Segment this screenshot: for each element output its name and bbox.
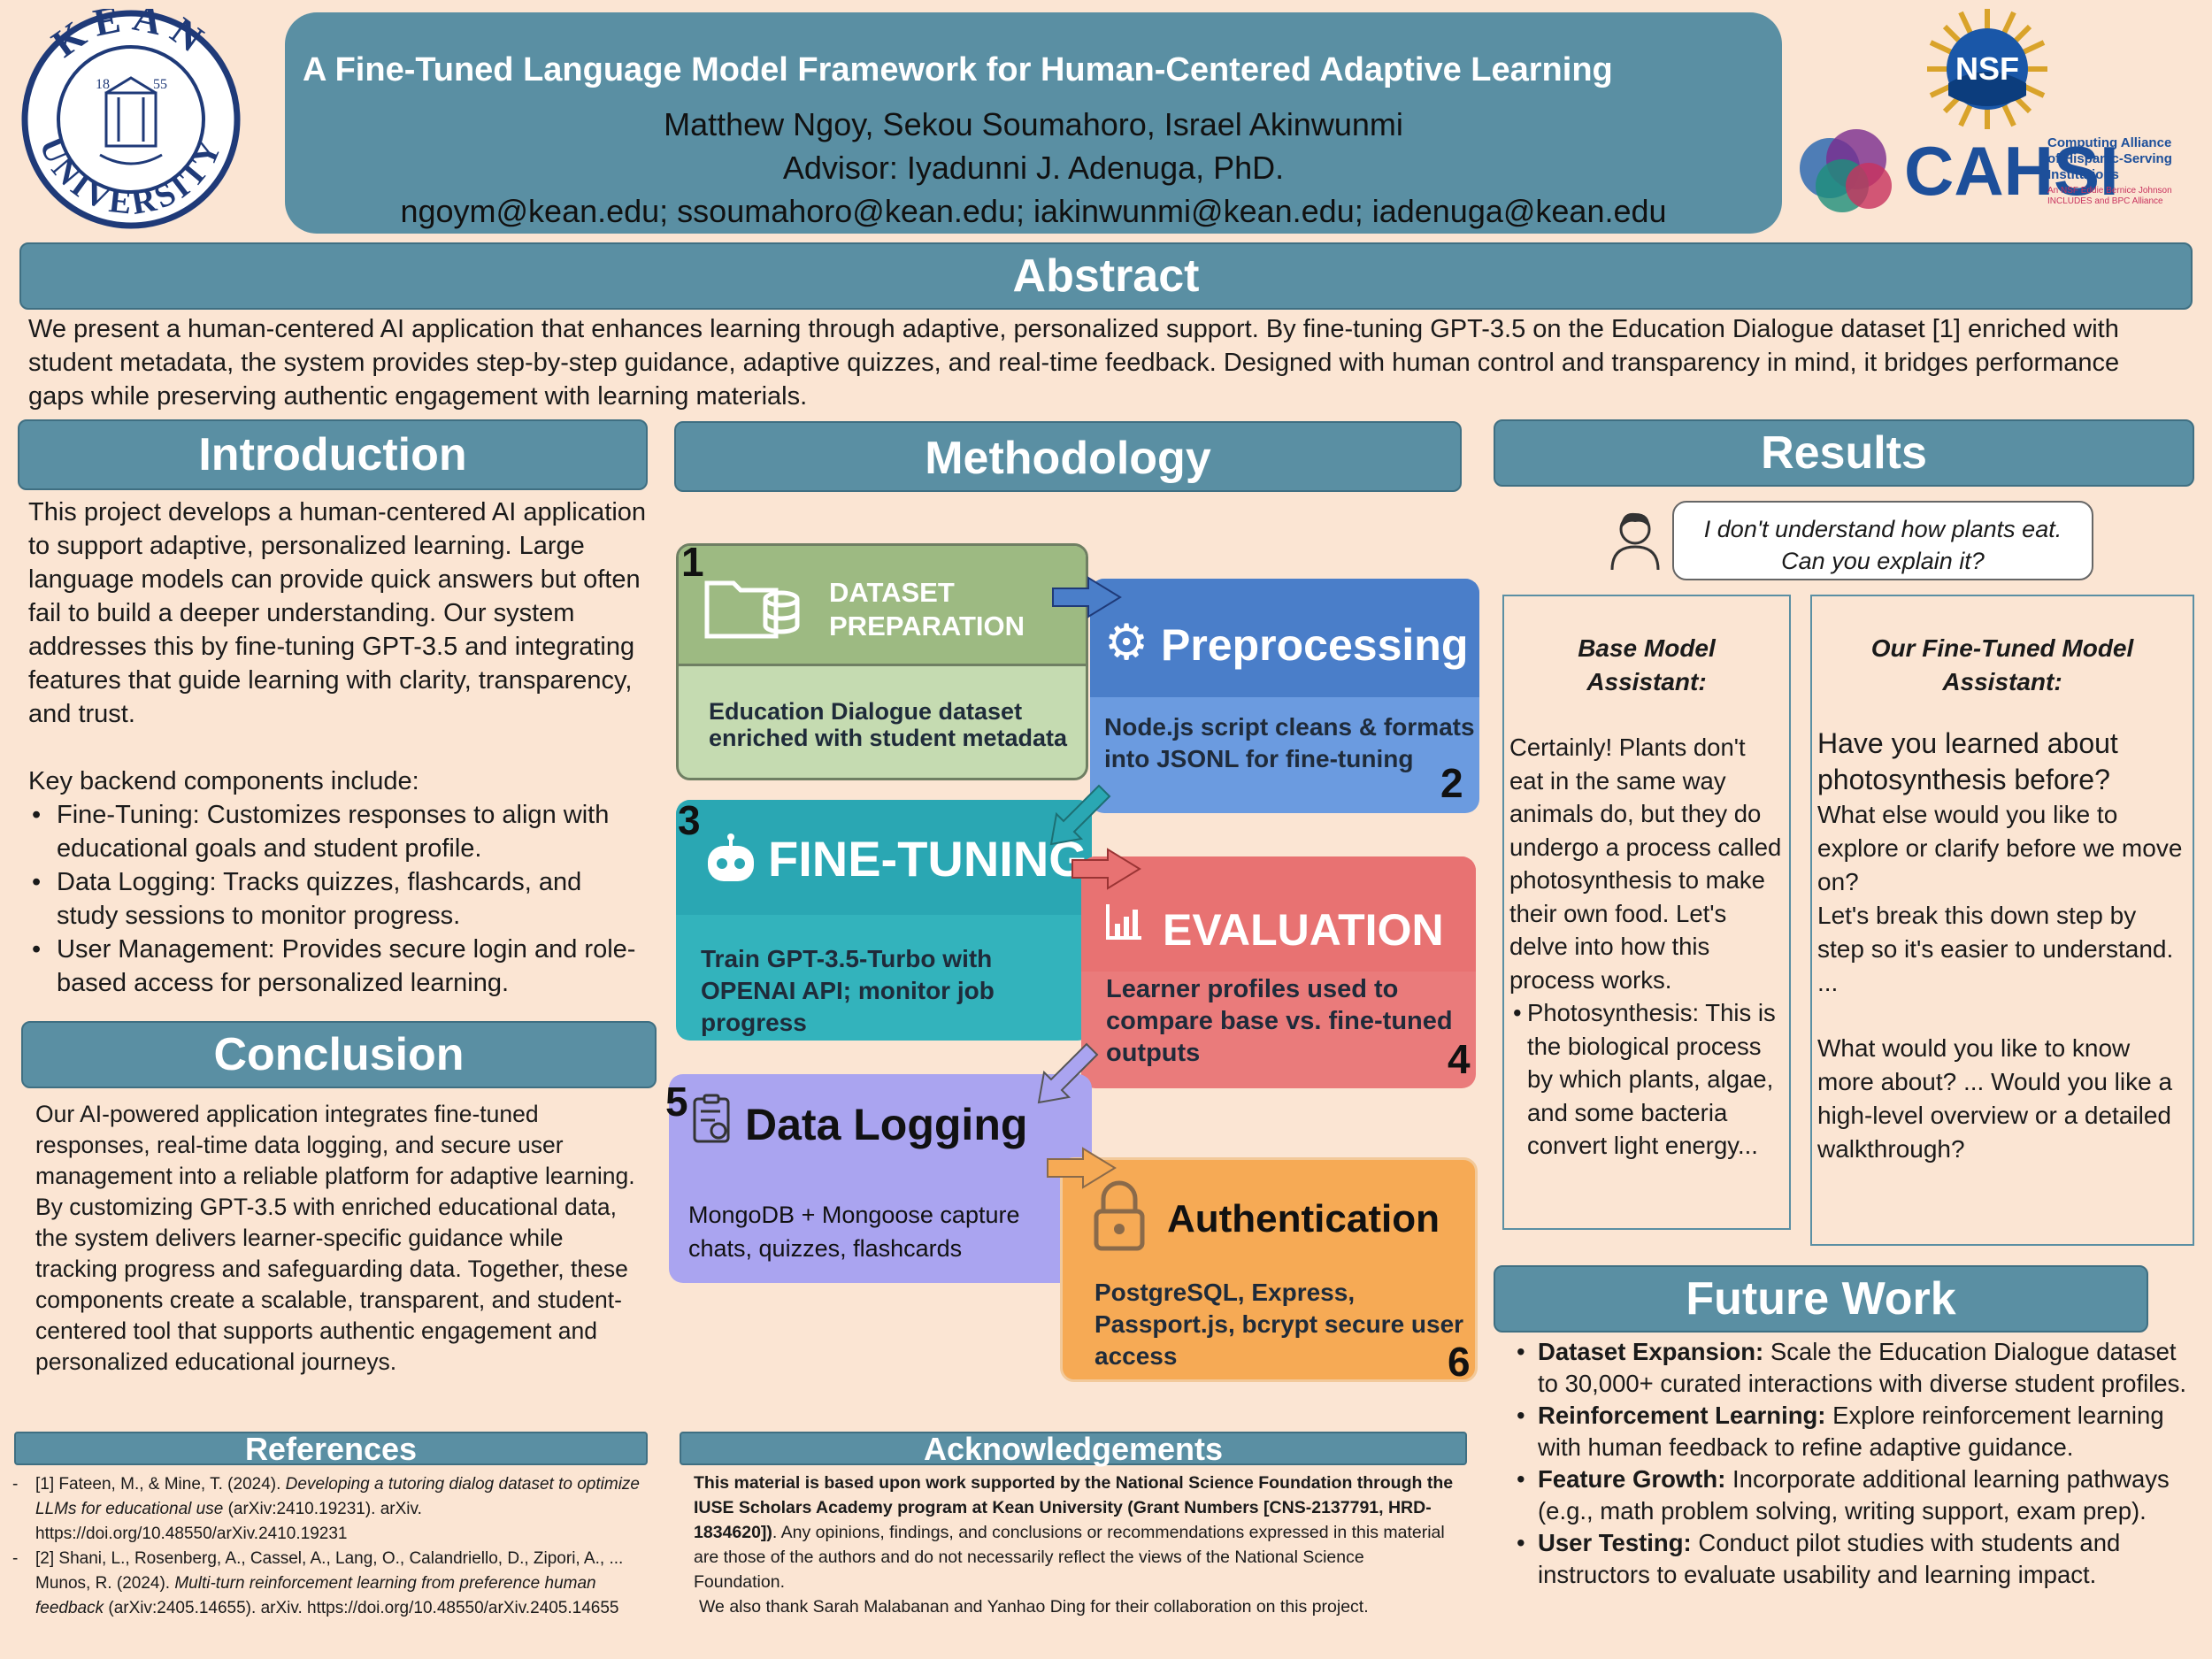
step-preprocessing: ⚙ Preprocessing Node.js script cleans & … xyxy=(1090,579,1479,813)
step-fine-tuning: FINE-TUNING Train GPT-3.5-Turbo with OPE… xyxy=(676,800,1092,1041)
authors: Matthew Ngoy, Sekou Soumahoro, Israel Ak… xyxy=(664,106,1403,142)
svg-text:of Hispanic-Serving: of Hispanic-Serving xyxy=(2047,151,2172,166)
reference-item: [2] Shani, L., Rosenberg, A., Cassel, A.… xyxy=(11,1547,644,1621)
step-number: 6 xyxy=(1448,1339,1471,1385)
step-authentication: Authentication PostgreSQL, Express, Pass… xyxy=(1060,1157,1478,1382)
list-item: Reinforcement Learning: Explore reinforc… xyxy=(1513,1400,2203,1463)
list-item: Dataset Expansion: Scale the Education D… xyxy=(1513,1336,2203,1400)
step-desc: Learner profiles used to compare base vs… xyxy=(1106,975,1453,1067)
fine-tuned-question: Have you learned about photosynthesis be… xyxy=(1817,727,2118,795)
svg-text:Institutions: Institutions xyxy=(2047,167,2119,182)
abstract-text: We present a human-centered AI applicati… xyxy=(28,315,2120,411)
base-model-column: Base Model Assistant: Certainly! Plants … xyxy=(1502,595,1791,1230)
fine-tuned-model-column: Our Fine-Tuned Model Assistant: Have you… xyxy=(1810,595,2194,1246)
list-item: Feature Growth: Incorporate additional l… xyxy=(1513,1463,2203,1527)
svg-text:CAHSI: CAHSI xyxy=(1904,132,2119,210)
step-desc: Node.js script cleans & formats into JSO… xyxy=(1104,713,1475,772)
step-title: Data Logging xyxy=(745,1100,1028,1149)
step-title: DATASET xyxy=(829,577,955,608)
step-dataset-preparation: DATASET PREPARATION Education Dialogue d… xyxy=(676,543,1088,780)
svg-text:NSF: NSF xyxy=(1955,50,2019,87)
user-icon xyxy=(1609,510,1662,576)
introduction-components-label: Key backend components include: xyxy=(28,767,419,795)
cahsi-logo: CAHSI Computing Alliance of Hispanic-Ser… xyxy=(1787,115,2194,212)
step-title: Preprocessing xyxy=(1161,620,1469,670)
step-number: 5 xyxy=(665,1079,688,1125)
advisor: Advisor: Iyadunni J. Adenuga, PhD. xyxy=(782,150,1285,186)
references-list: [1] Fateen, M., & Mine, T. (2024). Devel… xyxy=(11,1472,644,1621)
title-banner: A Fine-Tuned Language Model Framework fo… xyxy=(285,12,1782,234)
chart-icon xyxy=(1104,901,1145,946)
svg-text:Computing Alliance: Computing Alliance xyxy=(2047,135,2171,150)
user-question-bubble: I don't understand how plants eat. Can y… xyxy=(1672,501,2093,580)
references-heading: References xyxy=(14,1432,648,1465)
step-title-line2: PREPARATION xyxy=(829,611,1025,641)
future-work-heading: Future Work xyxy=(1494,1265,2148,1333)
step-desc: PostgreSQL, Express, Passport.js, bcrypt… xyxy=(1094,1279,1464,1370)
methodology-heading: Methodology xyxy=(674,421,1462,492)
step-number: 4 xyxy=(1448,1036,1471,1082)
list-item: ​Photosynthesis: This is the biological … xyxy=(1509,996,1789,1163)
gear-icon: ⚙ xyxy=(1104,614,1149,670)
nsf-logo: NSF xyxy=(1925,7,2049,131)
founded-right: 55 xyxy=(153,77,167,92)
step-number: 3 xyxy=(678,797,701,843)
step-data-logging: Data Logging MongoDB + Mongoose capture … xyxy=(669,1074,1092,1283)
introduction-paragraph: This project develops a human-centered A… xyxy=(28,498,647,728)
step-desc: Train GPT-3.5-Turbo with OPENAI API; mon… xyxy=(701,945,995,1036)
future-work-list: Dataset Expansion: Scale the Education D… xyxy=(1513,1336,2203,1591)
kean-university-logo: KEAN UNIVERSITY 18 55 xyxy=(7,0,255,230)
fine-tuned-text-3: What would you like to know more about? … xyxy=(1817,1034,2173,1163)
step-number: 1 xyxy=(681,539,704,585)
introduction-bullets: Fine-Tuning: Customizes responses to ali… xyxy=(28,798,648,1000)
base-model-text: Certainly! Plants don't eat in the same … xyxy=(1509,733,1782,994)
results-heading: Results xyxy=(1494,419,2194,487)
emails: ngoym@kean.edu; ssoumahoro@kean.edu; iak… xyxy=(400,193,1667,229)
conclusion-heading: Conclusion xyxy=(21,1021,657,1088)
introduction-body: This project develops a human-centered A… xyxy=(28,495,648,1000)
reference-item: [1] Fateen, M., & Mine, T. (2024). Devel… xyxy=(11,1472,644,1547)
clipboard-icon xyxy=(692,1094,731,1148)
step-desc: MongoDB + Mongoose capture chats, quizze… xyxy=(688,1202,1020,1262)
folder-database-icon xyxy=(703,572,801,648)
base-model-heading: Base Model Assistant: xyxy=(1578,634,1716,695)
step-title: Authentication xyxy=(1167,1197,1440,1240)
acknowledgements-heading: Acknowledgements xyxy=(680,1432,1467,1465)
list-item: Fine-Tuning: Customizes responses to ali… xyxy=(28,798,648,865)
list-item: Data Logging: Tracks quizzes, flashcards… xyxy=(28,865,648,933)
fine-tuned-ellipsis: ... xyxy=(1817,969,1839,996)
fine-tuned-text: What else would you like to explore or c… xyxy=(1817,801,2183,895)
svg-text:An NSF Eddie Bernice Johnson: An NSF Eddie Bernice Johnson xyxy=(2047,186,2172,196)
abstract-heading: Abstract xyxy=(19,242,2193,310)
founded-left: 18 xyxy=(96,77,110,92)
fine-tuned-text-2: Let's break this down step by step so it… xyxy=(1817,902,2174,963)
introduction-heading: Introduction xyxy=(18,419,648,490)
step-evaluation: EVALUATION Learner profiles used to comp… xyxy=(1081,856,1476,1088)
fine-tuned-heading: Our Fine-Tuned Model Assistant: xyxy=(1870,634,2134,695)
svg-text:INCLUDES and BPC Alliance: INCLUDES and BPC Alliance xyxy=(2047,196,2163,206)
acknowledgements-text: This material is based upon work support… xyxy=(694,1473,1454,1617)
step-desc: Education Dialogue dataset enriched with… xyxy=(709,698,1068,751)
step-title: EVALUATION xyxy=(1163,905,1444,955)
step-number: 2 xyxy=(1440,760,1463,806)
list-item: User Management: Provides secure login a… xyxy=(28,933,648,1000)
robot-icon xyxy=(703,833,759,895)
poster-title: A Fine-Tuned Language Model Framework fo… xyxy=(303,51,1613,88)
user-question: I don't understand how plants eat. Can y… xyxy=(1703,516,2062,574)
lock-icon xyxy=(1093,1178,1146,1256)
step-title: FINE-TUNING xyxy=(768,831,1087,887)
conclusion-text: Our AI-powered application integrates fi… xyxy=(35,1101,635,1375)
list-item: User Testing: Conduct pilot studies with… xyxy=(1513,1527,2203,1591)
